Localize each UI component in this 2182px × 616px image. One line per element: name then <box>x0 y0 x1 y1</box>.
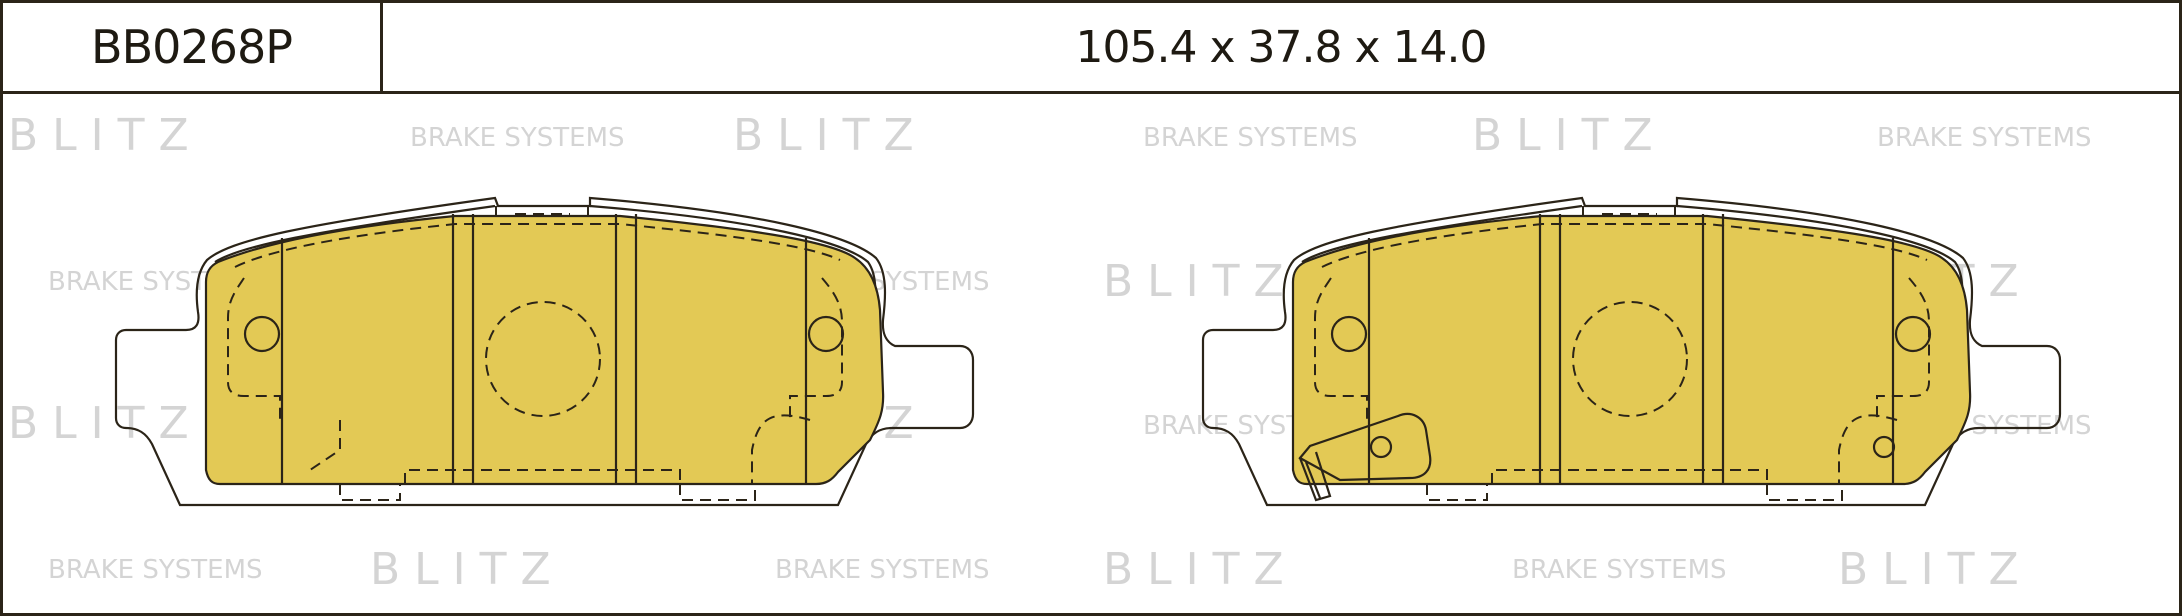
watermark-brand: B L I T Z <box>8 110 189 161</box>
watermark-tagline: BRAKE SYSTEMS <box>48 555 263 585</box>
watermark-tagline: BRAKE SYSTEMS <box>1877 123 2092 153</box>
dimensions: 105.4 x 37.8 x 14.0 <box>1075 21 1488 73</box>
friction-material <box>1291 214 1972 486</box>
watermark-brand: B L I T Z <box>8 398 189 449</box>
drawing-frame <box>0 91 2182 616</box>
watermark-brand: B L I T Z <box>1472 110 1653 161</box>
backing-plate <box>1201 196 2062 507</box>
watermark-brand: B L I T Z <box>1103 256 1284 307</box>
brake-pad-right <box>1201 196 2062 507</box>
backing-plate <box>114 196 975 507</box>
brake-pad-left <box>114 196 975 507</box>
mounting-hole <box>807 315 845 353</box>
watermark-brand: B L I T Z <box>1838 544 2019 595</box>
header-bar: BB0268P 105.4 x 37.8 x 14.0 <box>0 0 2182 94</box>
mounting-hole <box>1330 315 1368 353</box>
watermark-brand: B L I T Z <box>370 544 551 595</box>
watermark-tagline: BRAKE SYSTEMS <box>1143 123 1358 153</box>
part-code: BB0268P <box>3 3 383 91</box>
watermark-brand: B L I T Z <box>733 110 914 161</box>
watermark-tagline: BRAKE SYSTEMS <box>410 123 625 153</box>
watermark-tagline: BRAKE SYSTEMS <box>775 555 990 585</box>
wear-indicator-clip <box>1298 412 1896 502</box>
mounting-hole <box>1894 315 1932 353</box>
mounting-hole <box>243 315 281 353</box>
friction-material <box>204 214 885 486</box>
watermark-brand: B L I T Z <box>1103 544 1284 595</box>
watermark-tagline: BRAKE SYSTEMS <box>1512 555 1727 585</box>
